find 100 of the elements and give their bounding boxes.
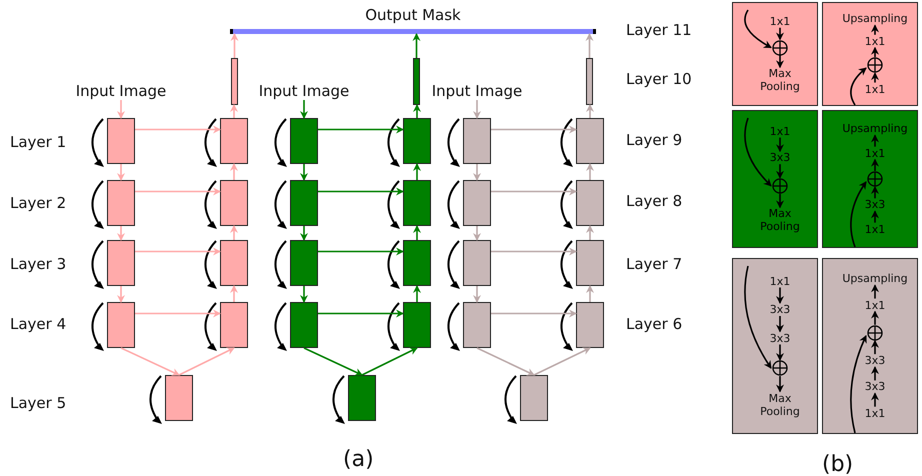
arrow <box>776 56 784 68</box>
arrow <box>871 158 879 171</box>
operation-label: 3x3 <box>770 303 790 316</box>
figure-part-label: (b) <box>822 452 854 476</box>
operation-label: Upsampling <box>842 272 908 286</box>
input-image-label: Input Image <box>427 82 527 100</box>
arrow <box>491 126 577 134</box>
arrow <box>473 226 481 241</box>
arrow <box>586 285 594 302</box>
arrow <box>871 340 879 354</box>
operation-label: 3x3 <box>770 151 790 164</box>
layer-label: Layer 5 <box>10 394 66 412</box>
sum-symbol <box>772 40 788 56</box>
encoder-block-panel <box>732 2 818 106</box>
layer-label: Layer 9 <box>626 131 682 149</box>
arrow <box>871 72 879 83</box>
layer-block <box>220 118 248 164</box>
arrow <box>117 100 125 119</box>
arrow <box>304 347 363 376</box>
arrow <box>586 104 594 118</box>
arrow <box>135 188 221 196</box>
arrow <box>318 126 404 134</box>
skip-connection-arrow <box>850 181 867 248</box>
layer-block <box>290 302 318 348</box>
operation-label: 1x1 <box>864 34 886 48</box>
arrow <box>230 163 238 180</box>
arrow <box>135 126 221 134</box>
arrow <box>230 285 238 302</box>
layer-label: Layer 3 <box>10 255 66 273</box>
arrow <box>230 104 238 118</box>
layer-block <box>463 302 491 348</box>
layer-block <box>576 240 604 286</box>
operation-label: 1x1 <box>770 14 790 28</box>
operation-label: 1x1 <box>864 406 886 420</box>
layer-label: Layer 11 <box>626 21 692 39</box>
arrow <box>871 366 879 380</box>
arrow <box>318 310 404 318</box>
layer-block <box>463 180 491 226</box>
arrow <box>117 226 125 241</box>
arrow <box>318 188 404 196</box>
skip-connection-arrow <box>744 118 772 186</box>
arrow <box>871 210 879 223</box>
arrow <box>120 347 180 376</box>
arrow <box>871 24 879 35</box>
decoder-block-panel <box>822 2 918 106</box>
skip-connection-arrow <box>850 68 867 106</box>
arrow <box>871 186 879 198</box>
decoder-block-panel <box>822 258 918 434</box>
output-layer-bar <box>586 58 593 105</box>
input-image-label: Input Image <box>71 82 171 100</box>
layer-block <box>107 118 135 164</box>
operation-label: 1x1 <box>864 222 886 236</box>
operation-label: 1x1 <box>864 82 886 96</box>
layer-label: Layer 2 <box>10 194 66 212</box>
skip-connection-arrow <box>744 10 772 48</box>
arrow <box>318 248 404 256</box>
operation-label: Max Pooling <box>760 207 800 234</box>
arrow <box>473 100 481 119</box>
layer-block <box>290 118 318 164</box>
arrow <box>412 33 420 58</box>
sum-symbol <box>867 170 883 187</box>
layer-block <box>576 180 604 226</box>
sum-symbol <box>772 360 788 376</box>
operation-label: 1x1 <box>770 274 790 288</box>
arrow <box>871 284 879 299</box>
arrow <box>491 248 577 256</box>
input-image-label: Input Image <box>254 82 354 100</box>
skip-connection-arrow <box>744 266 772 369</box>
layer-block <box>520 375 548 421</box>
arrow <box>230 33 238 58</box>
arrow <box>491 188 577 196</box>
layer-block <box>165 375 193 421</box>
figure-part-label: (a) <box>343 447 374 472</box>
layer-block <box>403 118 431 164</box>
layer-label: Layer 8 <box>626 192 682 210</box>
layer-block <box>290 240 318 286</box>
layer-block <box>107 302 135 348</box>
layer-label: Layer 10 <box>626 70 692 88</box>
layer-block <box>107 240 135 286</box>
layer-block <box>348 375 376 421</box>
layer-block <box>220 240 248 286</box>
arrow <box>300 286 308 303</box>
layer-block <box>463 240 491 286</box>
arrow <box>117 164 125 181</box>
layer-block <box>463 118 491 164</box>
operation-label: 3x3 <box>864 354 886 368</box>
operation-label: Upsampling <box>842 12 908 26</box>
arrow <box>534 347 591 376</box>
arrow <box>871 134 879 147</box>
arrow <box>230 225 238 240</box>
arrow <box>776 194 784 208</box>
arrow <box>413 225 421 240</box>
operation-label: 3x3 <box>864 380 886 394</box>
operation-label: Max Pooling <box>760 392 800 418</box>
encoder-block-panel <box>732 110 818 248</box>
arrow <box>491 310 577 318</box>
layer-block <box>576 302 604 348</box>
layer-block <box>220 302 248 348</box>
arrow <box>871 392 879 407</box>
layer-label: Layer 7 <box>626 255 682 273</box>
